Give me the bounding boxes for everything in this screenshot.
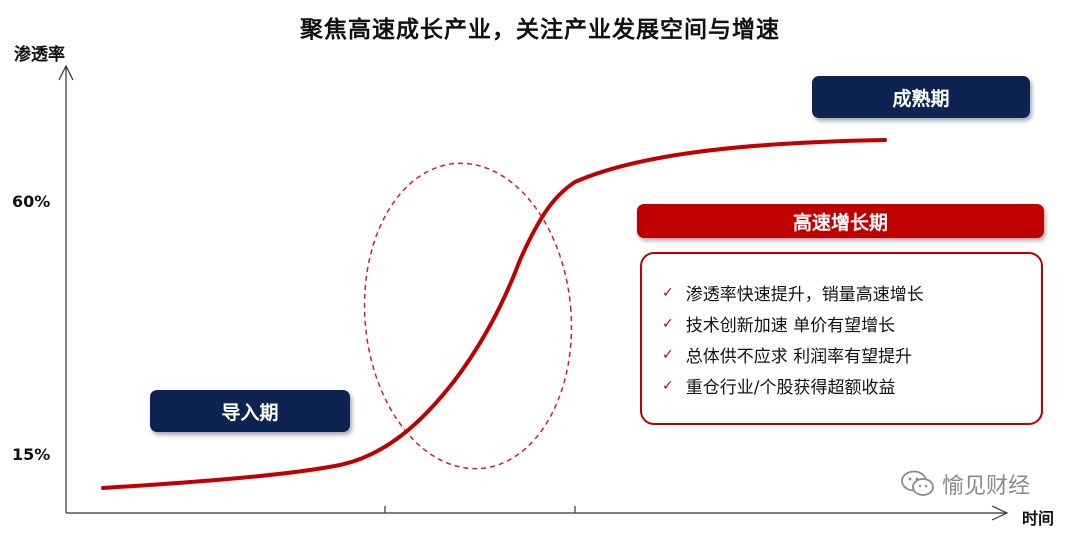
growth-features-panel: ✓ 渗透率快速提升，销量高速增长 ✓ 技术创新加速 单价有望增长 ✓ 总体供不应… [640,252,1043,425]
growth-bullet: ✓ 渗透率快速提升，销量高速增长 [662,280,924,306]
growth-bullet: ✓ 重仓行业/个股获得超额收益 [662,373,896,399]
y-axis-label: 渗透率 [14,45,65,65]
x-axis-arrow [991,505,1009,521]
growth-bullet-text: 技术创新加速 单价有望增长 [685,316,896,336]
x-axis-label: 时间 [1022,509,1055,528]
check-icon: ✓ [662,377,674,394]
watermark-text: 愉见财经 [942,474,1031,499]
growth-bullet: ✓ 技术创新加速 单价有望增长 [662,311,896,337]
y-tick-15: 15% [12,445,51,464]
chart-title: 聚焦高速成长产业，关注产业发展空间与增速 [300,17,780,43]
check-icon: ✓ [662,284,674,301]
growth-bullet-text: 重仓行业/个股获得超额收益 [685,378,896,398]
check-icon: ✓ [662,346,674,363]
highlight-ellipse [363,162,573,470]
wechat-icon [901,470,934,496]
watermark: 愉见财经 [900,468,1030,500]
stage-growth-label: 高速增长期 [637,204,1044,238]
stage-mature-label: 成熟期 [812,76,1030,118]
y-axis-arrow [58,64,74,81]
growth-bullet-text: 渗透率快速提升，销量高速增长 [685,285,924,305]
check-icon: ✓ [662,315,674,332]
stage-intro-label: 导入期 [150,390,350,432]
growth-bullet-text: 总体供不应求 利润率有望提升 [685,347,913,367]
s-curve [101,138,887,490]
growth-bullet: ✓ 总体供不应求 利润率有望提升 [662,342,913,368]
y-tick-60: 60% [12,192,51,211]
